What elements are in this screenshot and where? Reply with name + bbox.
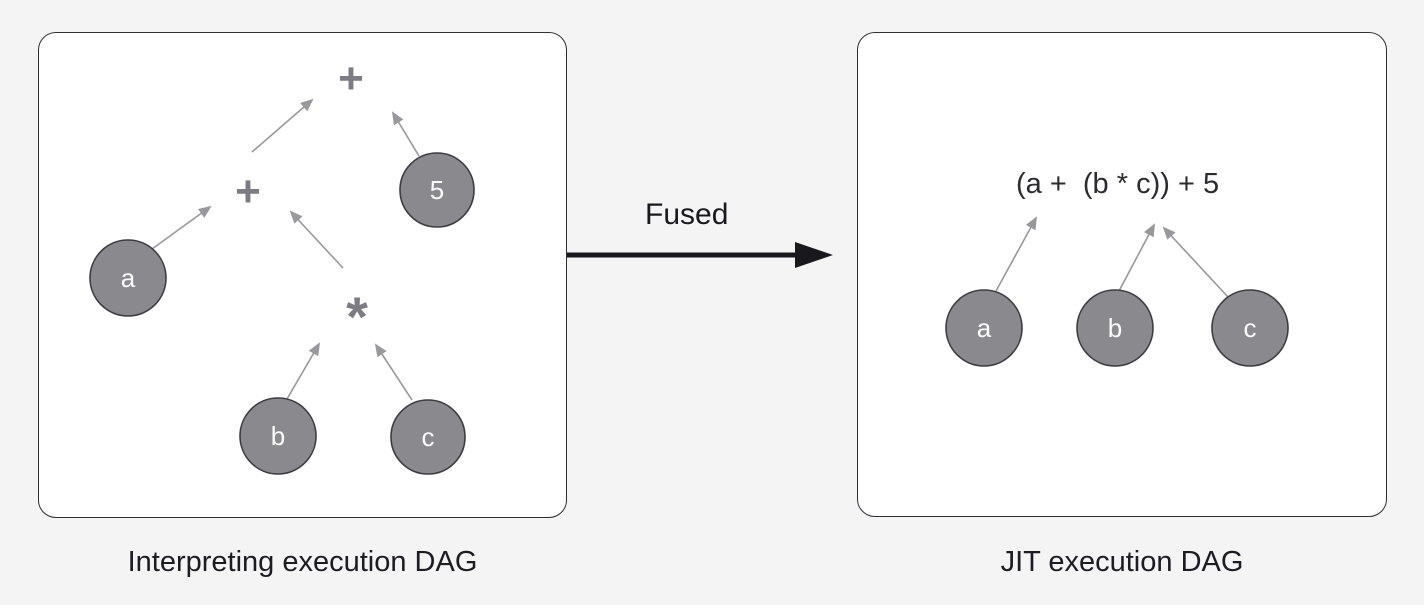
- fused-label: Fused: [645, 198, 729, 231]
- panel-interpreting: [38, 32, 567, 518]
- caption-jit-execution-dag: JIT execution DAG: [1000, 546, 1244, 578]
- caption-interpreting-execution-dag: Interpreting execution DAG: [127, 546, 478, 578]
- jit-fused-expression: (a + (b * c)) + 5: [1016, 168, 1220, 200]
- panel-jit: [857, 32, 1387, 517]
- fused-arrow-head: [795, 242, 833, 268]
